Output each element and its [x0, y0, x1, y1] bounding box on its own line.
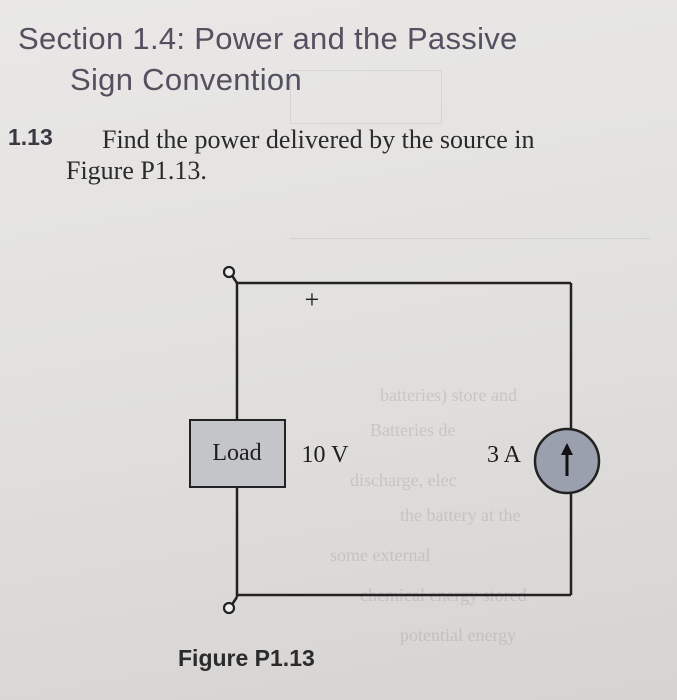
- problem-text-line2: Figure P1.13.: [66, 156, 207, 185]
- figure-caption: Figure P1.13: [178, 645, 315, 671]
- bleed-through-text: some external: [330, 545, 431, 565]
- section-title-line2: Sign Convention: [70, 62, 302, 97]
- problem-number: 1.13: [8, 124, 53, 150]
- plus-sign: +: [305, 285, 320, 314]
- bleed-through-line: [290, 238, 650, 239]
- bleed-through-text: the battery at the: [400, 505, 521, 525]
- current-label: 3 A: [487, 442, 522, 468]
- bleed-through-text: Batteries de: [370, 420, 456, 440]
- section-title: Section 1.4: Power and the Passive Sign …: [18, 18, 658, 100]
- minus-sign: −: [290, 581, 305, 610]
- terminal-top: [222, 265, 236, 279]
- up-arrow-icon: [561, 443, 573, 455]
- voltage-label: 10 V: [302, 442, 350, 468]
- bleed-through-text: batteries) store and: [380, 385, 517, 405]
- load-box: [189, 419, 286, 488]
- terminal-bottom: [222, 601, 236, 615]
- bleed-through-text: potential energy: [400, 625, 517, 645]
- bleed-through-box: [290, 70, 442, 124]
- circuit-wires: [229, 273, 573, 607]
- problem-text-line1: Find the power delivered by the source i…: [102, 125, 535, 154]
- section-title-line1: Section 1.4: Power and the Passive: [18, 21, 518, 56]
- problem-statement: Find the power delivered by the source i…: [66, 124, 656, 186]
- bleed-through-text: discharge, elec: [350, 470, 457, 490]
- load-label: Load: [212, 440, 261, 466]
